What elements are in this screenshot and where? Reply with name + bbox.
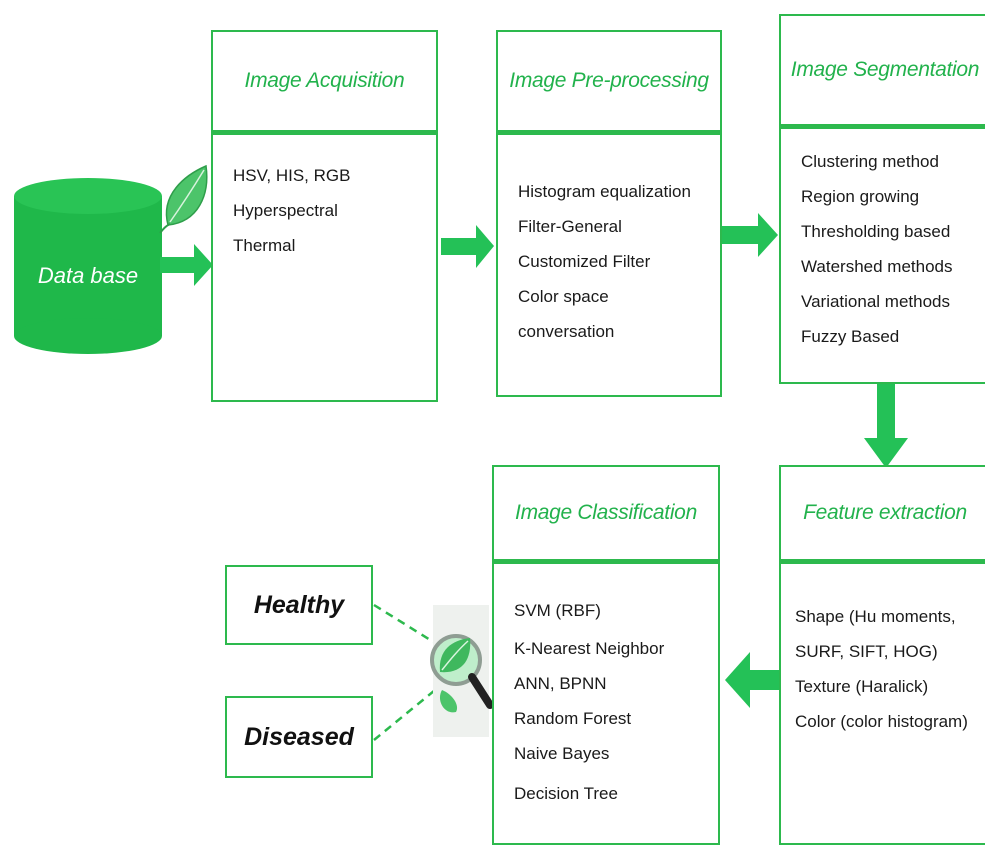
step-title: Image Segmentation	[790, 58, 980, 81]
list-item: Texture (Haralick)	[795, 677, 929, 696]
step-header: Image Pre-processing	[498, 32, 720, 135]
list-item: Variational methods	[801, 292, 950, 311]
step-item-list: Histogram equalization Filter-General Cu…	[518, 174, 714, 349]
list-item: ANN, BPNN	[514, 674, 607, 693]
step-image-segmentation: Image Segmentation Clustering method Reg…	[779, 14, 985, 384]
list-item: Region growing	[801, 187, 920, 206]
list-item: Thresholding based	[801, 222, 951, 241]
step-title: Image Acquisition	[244, 69, 405, 92]
step-header: Image Acquisition	[213, 32, 436, 135]
step-title: Image Pre-processing	[509, 69, 709, 92]
list-item: Customized Filter	[518, 252, 651, 271]
output-label: Diseased	[244, 722, 354, 751]
step-header: Feature extraction	[781, 467, 985, 564]
list-item: SURF, SIFT, HOG)	[795, 642, 938, 661]
list-item: Hyperspectral	[233, 201, 338, 220]
list-item: Color (color histogram)	[795, 712, 968, 731]
list-item: Random Forest	[514, 709, 632, 728]
magnifying-glass-leaf-icon	[430, 605, 494, 737]
connector-diseased	[373, 685, 441, 741]
list-item: HSV, HIS, RGB	[233, 166, 351, 185]
list-item: Color space	[518, 287, 609, 306]
database-label: Data base	[37, 263, 139, 288]
step-image-preprocessing: Image Pre-processing Histogram equalizat…	[496, 30, 722, 397]
arrow-database-to-acquisition	[160, 244, 213, 286]
output-healthy: Healthy	[225, 565, 373, 645]
list-item: Filter-General	[518, 217, 622, 236]
list-item: Decision Tree	[514, 784, 618, 803]
step-item-list: Shape (Hu moments, SURF, SIFT, HOG) Text…	[795, 599, 983, 739]
step-image-acquisition: Image Acquisition HSV, HIS, RGB Hyperspe…	[211, 30, 438, 402]
list-item: Fuzzy Based	[801, 327, 900, 346]
step-item-list: SVM (RBF) K-Nearest Neighbor ANN, BPNN R…	[514, 591, 712, 817]
output-label: Healthy	[253, 590, 345, 619]
step-header: Image Classification	[494, 467, 718, 564]
list-item: Clustering method	[801, 152, 939, 171]
list-item: K-Nearest Neighbor	[514, 639, 665, 658]
arrow-preprocessing-to-segmentation	[722, 213, 778, 257]
arrow-acquisition-to-preprocessing	[441, 225, 494, 268]
list-item: Shape (Hu moments,	[795, 607, 956, 626]
step-title: Feature extraction	[803, 501, 967, 524]
step-item-list: Clustering method Region growing Thresho…	[801, 144, 983, 354]
list-item: Watershed methods	[801, 257, 953, 276]
arrow-segmentation-to-feature-extraction	[864, 384, 908, 468]
step-image-classification: Image Classification SVM (RBF) K-Nearest…	[492, 465, 720, 845]
list-item: SVM (RBF)	[514, 601, 601, 620]
step-feature-extraction: Feature extraction Shape (Hu moments, SU…	[779, 465, 985, 845]
list-item: Thermal	[233, 236, 296, 255]
connector-healthy	[373, 603, 441, 648]
step-header: Image Segmentation	[781, 16, 985, 129]
leaf-icon	[159, 164, 208, 234]
list-item: Histogram equalization	[518, 182, 691, 201]
list-item: conversation	[518, 322, 615, 341]
database-cylinder	[14, 178, 162, 354]
output-diseased: Diseased	[225, 696, 373, 778]
arrow-feature-to-classification	[725, 652, 780, 708]
step-title: Image Classification	[515, 501, 697, 524]
list-item: Naive Bayes	[514, 744, 610, 763]
step-item-list: HSV, HIS, RGB Hyperspectral Thermal	[233, 158, 430, 263]
